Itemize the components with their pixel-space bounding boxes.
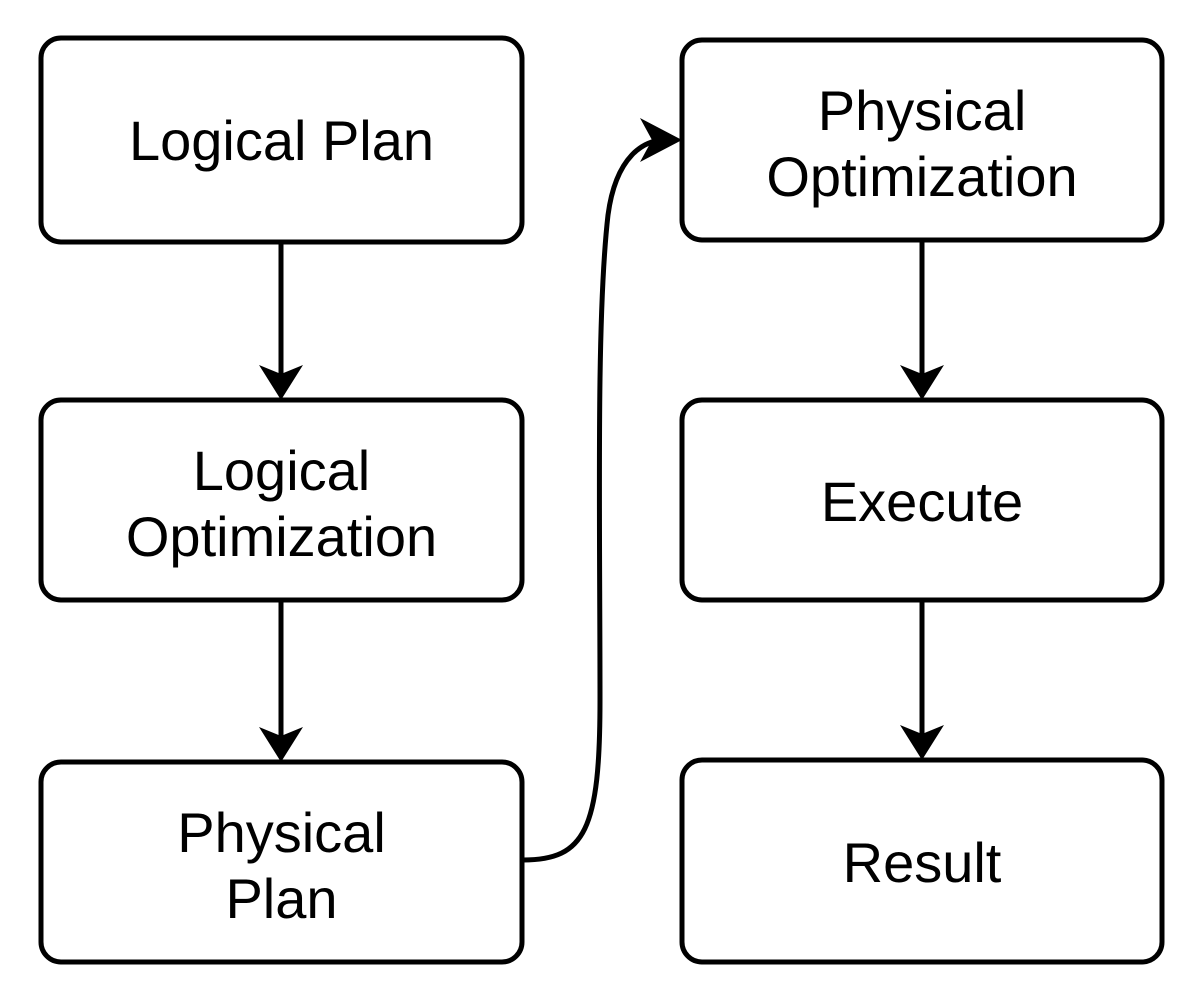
- node-label-physical-optimization-line2: Optimization: [766, 145, 1077, 208]
- node-label-execute: Execute: [821, 470, 1023, 533]
- node-label-logical-optimization-line2: Optimization: [126, 505, 437, 568]
- node-label-logical-optimization-line1: Logical: [193, 439, 370, 502]
- node-execute[interactable]: Execute: [679, 397, 1165, 603]
- node-label-physical-plan-line2: Plan: [225, 867, 337, 930]
- edge-shaft-curved: [520, 137, 667, 863]
- node-shape[interactable]: [679, 757, 1165, 965]
- arrowhead-icon: [900, 725, 944, 760]
- arrowhead-icon: [259, 727, 303, 762]
- node-shape[interactable]: [679, 37, 1165, 243]
- edge-logical-optimization-to-physical-plan: [259, 600, 303, 762]
- arrowhead-icon: [900, 365, 944, 400]
- node-shape[interactable]: [38, 35, 525, 245]
- node-shape[interactable]: [38, 397, 525, 603]
- node-label-physical-plan-line1: Physical: [177, 801, 386, 864]
- node-label-physical-optimization-line1: Physical: [818, 79, 1027, 142]
- node-physical-plan[interactable]: Physical Plan: [38, 759, 525, 965]
- node-result[interactable]: Result: [679, 757, 1165, 965]
- node-physical-optimization[interactable]: Physical Optimization: [679, 37, 1165, 243]
- edge-logical-plan-to-logical-optimization: [259, 242, 303, 400]
- node-label-logical-plan: Logical Plan: [129, 109, 434, 172]
- edge-physical-plan-to-physical-optimization: [520, 118, 682, 863]
- arrowhead-icon: [259, 365, 303, 400]
- edge-execute-to-result: [900, 600, 944, 760]
- node-shape[interactable]: [38, 759, 525, 965]
- node-logical-plan[interactable]: Logical Plan: [38, 35, 525, 245]
- node-label-result: Result: [843, 831, 1002, 894]
- arrowhead-icon: [640, 118, 682, 162]
- node-logical-optimization[interactable]: Logical Optimization: [38, 397, 525, 603]
- node-shape[interactable]: [679, 397, 1165, 603]
- edge-physical-optimization-to-execute: [900, 240, 944, 400]
